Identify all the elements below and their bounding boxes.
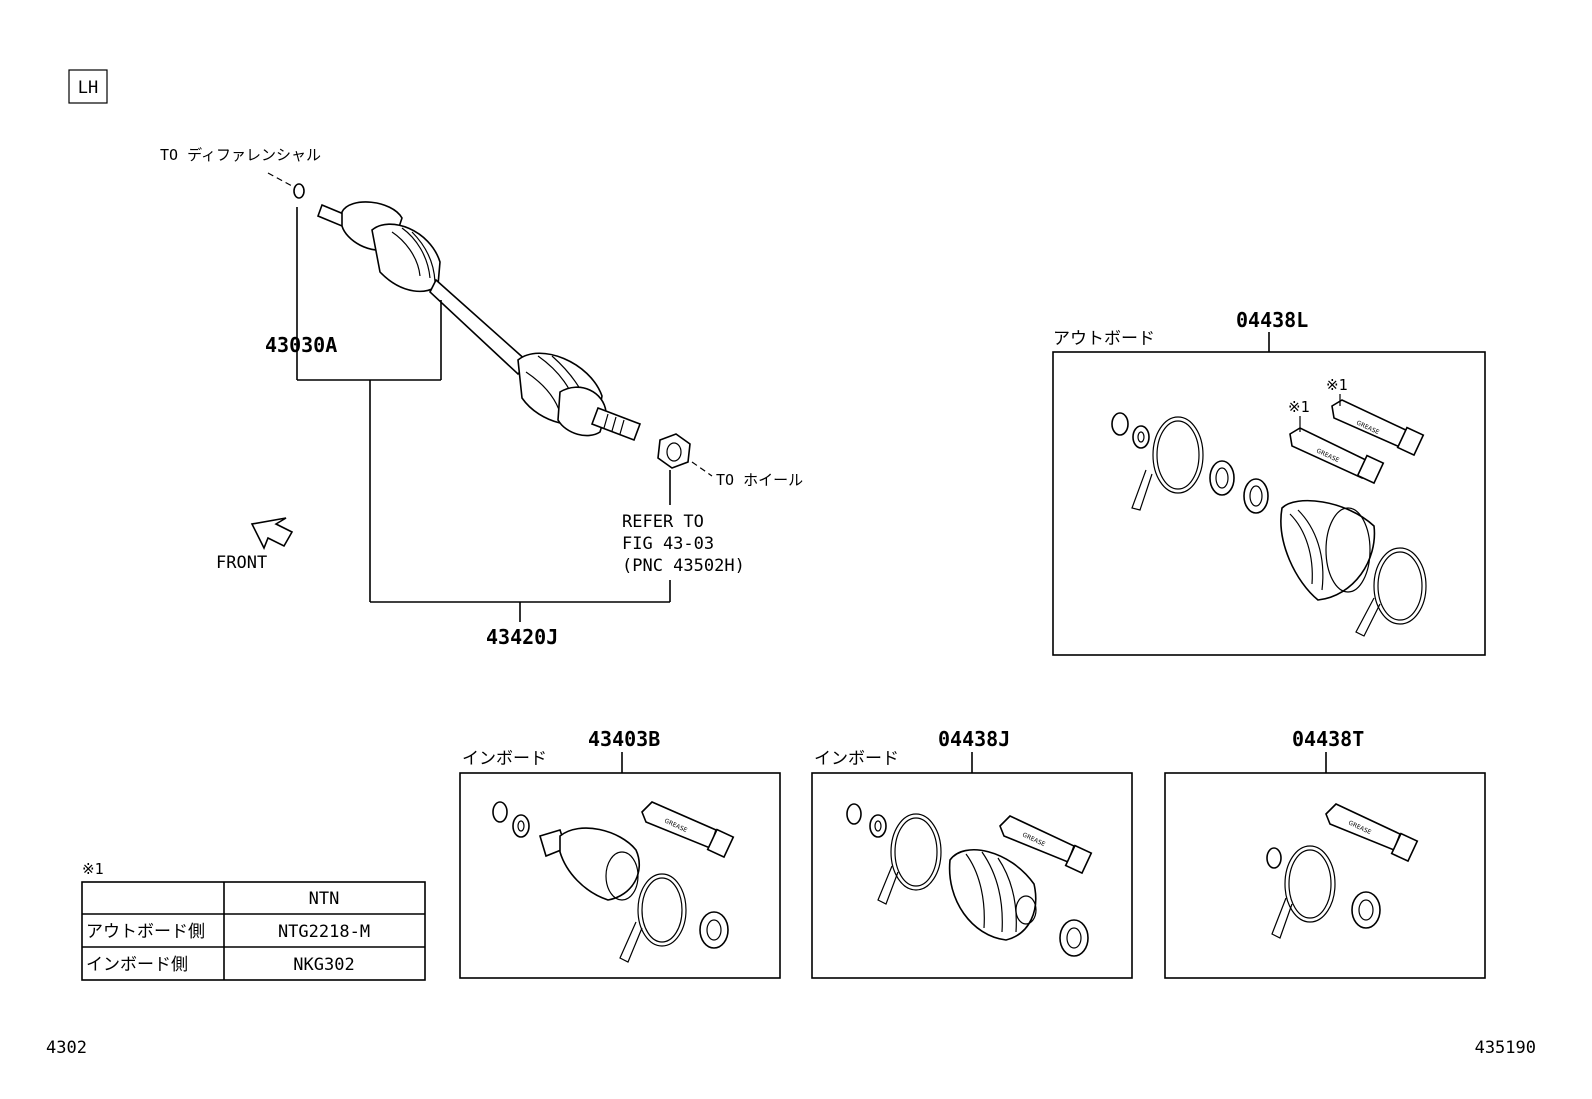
to-wheel-label: TO ホイール: [716, 471, 803, 489]
snap-ring-icon: [1111, 412, 1129, 436]
leader-dashed-diff: [267, 172, 293, 187]
hub-nut-icon: [657, 433, 691, 469]
part-number-04438T[interactable]: 04438T: [1292, 727, 1364, 751]
washer-icon: [1132, 425, 1150, 449]
snap-ring-icon: [293, 183, 305, 199]
washer-icon: [512, 814, 530, 838]
clip-ring-icon: [1209, 460, 1235, 496]
inboard-joint-icon: [559, 827, 641, 901]
boot-band-icon: [890, 813, 942, 891]
part-number-43030A[interactable]: 43030A: [265, 333, 337, 357]
note-mark-tube-2: ※1: [1326, 376, 1348, 394]
footer-right-code: 435190: [1475, 1038, 1536, 1058]
grease-table-header-1: NTN: [309, 889, 340, 909]
snap-ring-icon: [492, 801, 508, 823]
outboard-label: アウトボード: [1053, 329, 1155, 349]
inboard-kit-box: 04438J インボード GREASE: [811, 727, 1133, 979]
boot-icon: [948, 848, 1037, 941]
clip-ring-icon-2: [1243, 478, 1269, 514]
refer-line-3: (PNC 43502H): [622, 556, 745, 576]
part-number-43403B[interactable]: 43403B: [588, 727, 660, 751]
inboard-label-1: インボード: [462, 749, 547, 769]
grease-table-row-1-value: NKG302: [293, 955, 354, 975]
part-number-43420J[interactable]: 43420J: [486, 625, 558, 649]
grease-tube-icon-2: GREASE: [1331, 399, 1425, 457]
clip-ring-icon: [1059, 919, 1089, 957]
front-label: FRONT: [216, 553, 267, 573]
snap-ring-icon: [846, 803, 862, 825]
part-number-04438L[interactable]: 04438L: [1236, 308, 1308, 332]
to-differential-label: TO ディファレンシャル: [160, 146, 321, 164]
boot-band-icon: [1284, 845, 1336, 923]
clip-ring-icon: [1351, 891, 1381, 929]
grease-tube-icon: GREASE: [999, 815, 1093, 875]
refer-line-2: FIG 43-03: [622, 534, 714, 554]
refer-line-1: REFER TO: [622, 512, 704, 532]
grease-table: ※1 NTN アウトボード側 NTG2218-M インボード側 NKG302: [81, 860, 426, 981]
inboard-joint-box: 43403B インボード GREASE: [459, 727, 781, 979]
side-indicator: LH: [68, 69, 108, 104]
inboard-label-2: インボード: [814, 749, 899, 769]
boot-band-icon: [637, 873, 687, 947]
footer-left-code: 4302: [46, 1038, 87, 1058]
front-arrow-icon: [250, 517, 294, 550]
drive-shaft-icon: [316, 201, 642, 442]
washer-icon: [869, 814, 887, 838]
grease-table-title: ※1: [82, 860, 104, 878]
boot-band-large-icon: [1373, 547, 1427, 625]
grease-kit-box: 04438T GREASE: [1164, 727, 1486, 979]
grease-table-row-0-label: アウトボード側: [86, 922, 205, 942]
grease-table-row-1-label: インボード側: [86, 955, 188, 975]
grease-tube-icon: GREASE: [1289, 427, 1385, 485]
note-mark-tube-1: ※1: [1288, 398, 1310, 416]
grease-table-row-0-value: NTG2218-M: [278, 922, 370, 942]
grease-tube-icon: GREASE: [1325, 803, 1419, 863]
side-indicator-label: LH: [78, 78, 98, 98]
snap-ring-icon: [1266, 847, 1282, 869]
part-number-04438J[interactable]: 04438J: [938, 727, 1010, 751]
boot-band-icon: [1152, 416, 1204, 494]
boot-icon: [1280, 499, 1376, 601]
leader-dashed-wheel: [691, 461, 713, 477]
clip-ring-icon: [699, 911, 729, 949]
grease-tube-icon: GREASE: [641, 801, 735, 859]
outboard-kit-box: 04438L アウトボード GREASE GREAS: [1052, 308, 1486, 656]
